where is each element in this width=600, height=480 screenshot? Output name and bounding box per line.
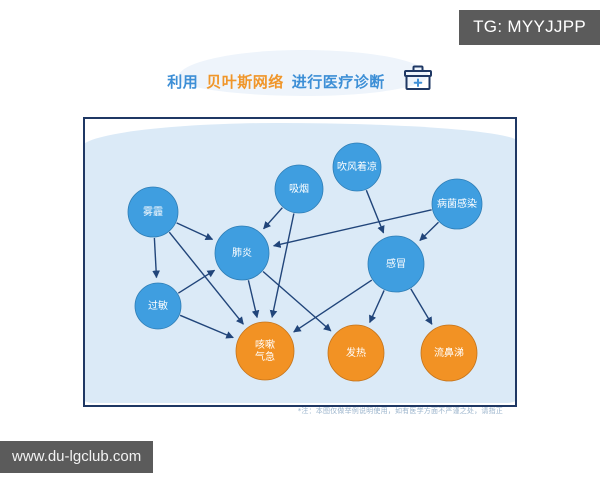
graph-node-chuifeng[interactable]: 吹风着凉 <box>332 142 382 192</box>
graph-node-wumai[interactable]: 雾霾 <box>127 186 179 238</box>
graph-edge-binjun-to-feiyan <box>272 209 432 248</box>
graph-edge-ganmao-to-kesou <box>293 279 373 333</box>
node-circle <box>214 225 270 281</box>
node-label: 发热 <box>346 346 366 359</box>
graph-edges <box>152 189 439 339</box>
tg-tag-badge: TG: MYYJJPP <box>459 10 600 45</box>
graph-edge-wumai-to-feiyan <box>176 222 214 241</box>
graph-edge-feiyan-to-fare <box>262 270 332 332</box>
graph-edge-guomin-to-kesou <box>179 314 234 339</box>
diagram-panel: 雾霾过敏 吸烟 吹风着凉病菌感染肺炎感冒咳嗽气急 发热 流鼻涕 <box>83 117 517 407</box>
footnote-text: *注：本图仅做举例说明使用，如有医学方面不严谨之处，请指正 <box>297 407 503 415</box>
graph-edge-guomin-to-feiyan <box>177 269 216 294</box>
graph-edge-feiyan-to-kesou <box>247 280 260 319</box>
node-circle <box>327 324 385 382</box>
graph-edge-wumai-to-kesou <box>168 231 244 325</box>
heading-cloud-backdrop <box>178 50 428 96</box>
title-part-3: 进行医疗诊断 <box>291 72 385 91</box>
node-circle <box>332 142 382 192</box>
page-title: 利用 贝叶斯网络 进行医疗诊断 <box>0 58 600 104</box>
graph-node-binjun[interactable]: 病菌感染 <box>431 178 483 230</box>
node-circle <box>420 324 478 382</box>
node-circle <box>367 235 425 293</box>
node-label: 感冒 <box>386 257 406 270</box>
graph-node-guomin[interactable]: 过敏 <box>134 282 182 330</box>
graph-node-feiyan[interactable]: 肺炎 <box>214 225 270 281</box>
graph-node-kesou[interactable]: 咳嗽气急 <box>235 321 295 381</box>
graph-edge-xiyan-to-feiyan <box>263 207 283 230</box>
node-label: 病菌感染 <box>437 197 477 210</box>
node-circle <box>235 321 295 381</box>
title-part-2: 贝叶斯网络 <box>206 72 284 91</box>
node-circle <box>134 282 182 330</box>
node-circle <box>274 164 324 214</box>
node-label: 咳嗽气急 <box>255 338 275 363</box>
node-circle <box>431 178 483 230</box>
graph-node-liubiti[interactable]: 流鼻涕 <box>420 324 478 382</box>
node-label: 雾霾 <box>143 206 163 218</box>
graph-edge-wumai-to-guomin <box>152 237 160 279</box>
graph-node-xiyan[interactable]: 吸烟 <box>274 164 324 214</box>
watermark-url: www.du-lgclub.com <box>0 441 154 473</box>
node-label: 吸烟 <box>289 182 309 195</box>
medical-kit-icon <box>403 65 433 97</box>
node-label: 吹风着凉 <box>337 160 377 173</box>
graph-edge-ganmao-to-fare <box>369 290 385 324</box>
title-part-1: 利用 <box>167 72 199 91</box>
graph-edge-xiyan-to-kesou <box>269 213 295 318</box>
graph-edge-binjun-to-ganmao <box>419 221 439 242</box>
node-label: 流鼻涕 <box>434 346 464 359</box>
graph-node-ganmao[interactable]: 感冒 <box>367 235 425 293</box>
graph-edge-chuifeng-to-ganmao <box>365 189 385 234</box>
node-label: 过敏 <box>148 299 168 312</box>
node-circle <box>127 186 179 238</box>
graph-node-fare[interactable]: 发热 <box>327 324 385 382</box>
graph-edge-ganmao-to-liubiti <box>410 288 433 325</box>
node-label: 肺炎 <box>232 247 252 259</box>
